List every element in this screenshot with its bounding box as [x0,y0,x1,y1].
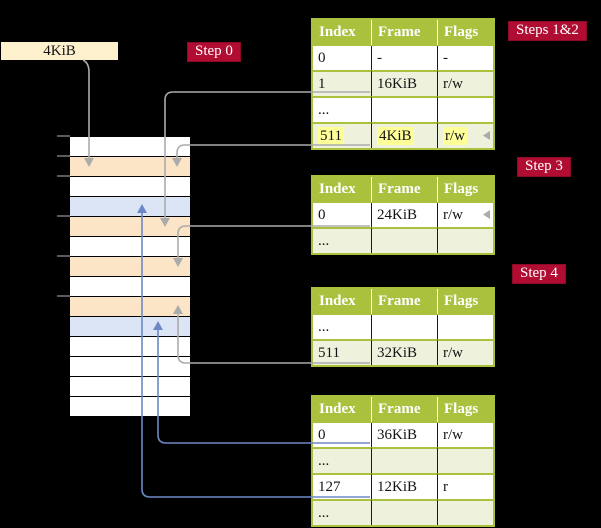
table-row: 127 12KiB r [313,473,493,499]
cell-flags [437,96,493,122]
cell-index: ... [313,227,371,253]
cell-frame [371,315,437,339]
memory-frame-row-blue [70,317,190,337]
memory-frame-row-white [70,237,190,257]
cell-flags [437,499,493,525]
cell-index: 1 [313,70,371,96]
memory-frame-row-white [70,337,190,357]
table-row: ... [313,96,493,122]
cell-frame: - [371,46,437,70]
cell-flags: r [437,473,493,499]
cell-flags: r/w [437,122,493,148]
table-header-row: Index Frame Flags [313,397,493,423]
memory-frame-row-peach [70,217,190,237]
badge-step-4: Step 4 [512,264,566,284]
memory-frame-row-white [70,357,190,377]
table-row: ... [313,315,493,339]
table-row: ... [313,447,493,473]
page-table-step-4b: Index Frame Flags 0 36KiB r/w ... 127 12… [311,395,495,527]
cell-index: 511 [313,122,371,148]
memory-frame-row-white [70,377,190,397]
cell-flags [437,315,493,339]
column-header-index: Index [313,177,371,203]
column-header-frame: Frame [371,20,437,46]
column-header-index: Index [313,397,371,423]
cell-frame [371,96,437,122]
cell-flags: r/w [437,70,493,96]
memory-frame-row-white [70,397,190,417]
memory-frame-row-peach [70,257,190,277]
badge-step-3: Step 3 [517,157,571,177]
column-header-flags: Flags [437,289,493,315]
table-row: 0 36KiB r/w [313,423,493,447]
column-header-frame: Frame [371,177,437,203]
cell-flags: r/w [437,339,493,365]
cell-frame: 12KiB [371,473,437,499]
badge-steps-1-2: Steps 1&2 [508,21,587,41]
cell-flags: - [437,46,493,70]
memory-frame-row-peach [70,157,190,177]
memory-frame-row-blue [70,197,190,217]
column-header-index: Index [313,289,371,315]
page-table-step-4a: Index Frame Flags ... 511 32KiB r/w [311,287,495,367]
column-header-frame: Frame [371,397,437,423]
badge-step-0: Step 0 [187,42,241,62]
column-header-index: Index [313,20,371,46]
cell-flags [437,447,493,473]
table-header-row: Index Frame Flags [313,20,493,46]
cell-frame [371,227,437,253]
column-header-flags: Flags [437,20,493,46]
cell-index: 511 [313,339,371,365]
column-header-flags: Flags [437,177,493,203]
table-row: ... [313,499,493,525]
cell-frame: 24KiB [371,203,437,227]
cell-index: 0 [318,206,326,223]
page-table-step-3: Index Frame Flags 0 24KiB r/w ... [311,175,495,255]
table-row-highlighted: 511 4KiB r/w [313,122,493,148]
memory-frame-row-peach [70,297,190,317]
cell-frame: 36KiB [371,423,437,447]
memory-frame-row-white [70,277,190,297]
frame-size-label: 4KiB [1,42,118,60]
cell-index: 127 [313,473,371,499]
cell-index: 0 [318,426,326,443]
frame-size-label-text: 4KiB [43,43,76,59]
cell-flags: r/w [437,423,493,447]
table-row: 1 16KiB r/w [313,70,493,96]
cell-index: ... [313,499,371,525]
cell-flags [437,227,493,253]
memory-frame-row-white [70,137,190,157]
page-table-steps-1-2: Index Frame Flags 0 - - 1 16KiB r/w ... … [311,18,495,150]
table-header-row: Index Frame Flags [313,177,493,203]
physical-memory-column [70,136,190,417]
table-row: ... [313,227,493,253]
table-row: 0 24KiB r/w [313,203,493,227]
cell-index: 0 [318,49,326,66]
column-header-flags: Flags [437,397,493,423]
cell-frame [371,447,437,473]
memory-frame-row-white [70,177,190,197]
cell-index: ... [313,96,371,122]
table-row: 511 32KiB r/w [313,339,493,365]
column-header-frame: Frame [371,289,437,315]
table-row: 0 - - [313,46,493,70]
cell-index: ... [313,447,371,473]
cell-frame: 4KiB [371,122,437,148]
cell-index: ... [318,318,330,335]
cell-flags: r/w [437,203,493,227]
table-header-row: Index Frame Flags [313,289,493,315]
cell-frame: 16KiB [371,70,437,96]
cell-frame [371,499,437,525]
cell-frame: 32KiB [371,339,437,365]
